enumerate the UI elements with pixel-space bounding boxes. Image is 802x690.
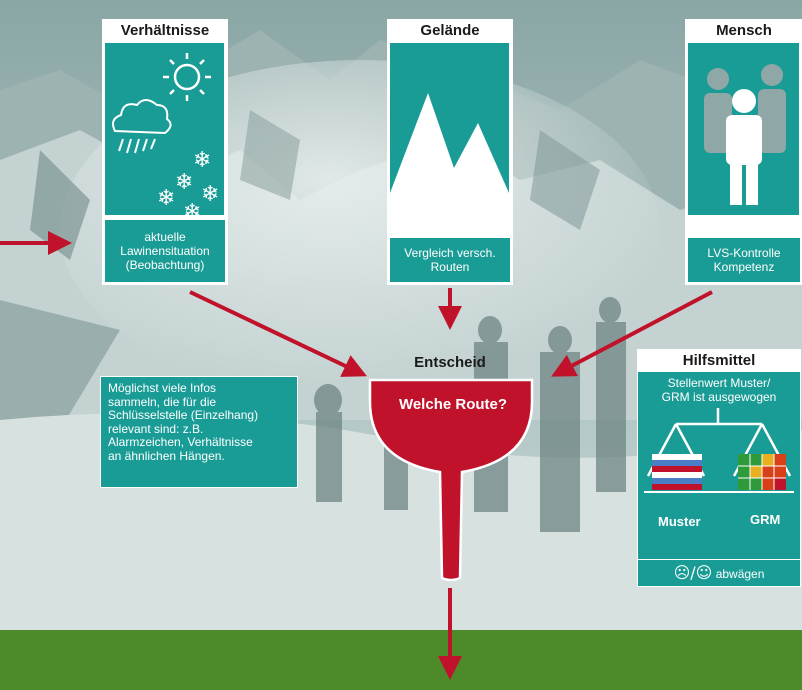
note-line: sammeln, die für die — [108, 394, 217, 409]
arrow-conditions-to-decision — [189, 290, 368, 377]
caption-line: aktuelle — [144, 230, 186, 244]
card-terrain-caption: Vergleich versch. Routen — [390, 238, 510, 282]
aids-footer-text: abwägen — [715, 567, 765, 581]
caption-line: Lawinensituation — [120, 244, 210, 258]
grm-label: GRM — [750, 512, 781, 527]
arrow-human-to-decision — [551, 290, 713, 377]
grm-grid — [738, 454, 786, 490]
card-human: Mensch LVS-Kontrolle Kompetenz — [685, 19, 802, 285]
aids-footer: ☹/☺ abwägen — [638, 559, 800, 586]
aids-subtitle-line: Stellenwert Muster/ — [667, 376, 771, 390]
card-conditions: Verhältnisse ❄ ❄ ❄ ❄ ❄ — [102, 19, 228, 285]
people-icon — [688, 43, 799, 215]
balance-scale-icon — [644, 408, 794, 493]
card-human-caption: LVS-Kontrolle Kompetenz — [688, 238, 800, 282]
caption-line: Kompetenz — [713, 260, 775, 274]
svg-text:❄: ❄ — [175, 170, 193, 195]
rain-cloud-icon — [112, 99, 172, 154]
note-line: an ähnlichen Hängen. — [108, 448, 225, 463]
muster-label: Muster — [658, 514, 701, 529]
sun-icon — [163, 53, 211, 101]
note-line: Schlüsselstelle (Einzelhang) — [108, 408, 259, 423]
svg-text:❄: ❄ — [157, 186, 175, 211]
aids-subtitle: Stellenwert Muster/ GRM ist ausgewogen — [638, 376, 800, 404]
funnel-text: Welche Route? — [398, 396, 508, 413]
info-note: Möglichst viele Infos sammeln, die für d… — [100, 376, 298, 488]
note-line: Möglichst viele Infos — [108, 381, 217, 395]
card-conditions-title: Verhältnisse — [103, 20, 227, 42]
caption-line: Routen — [430, 260, 470, 274]
card-terrain-title: Gelände — [388, 20, 512, 42]
card-conditions-caption: aktuelle Lawinensituation (Beobachtung) — [105, 220, 225, 282]
note-line: Alarmzeichen, Verhältnisse — [108, 435, 253, 450]
svg-text:❄: ❄ — [183, 200, 201, 215]
caption-line: (Beobachtung) — [125, 258, 205, 272]
aids-subtitle-line: GRM ist ausgewogen — [661, 390, 777, 404]
funnel-shape — [368, 378, 534, 582]
weather-icons: ❄ ❄ ❄ ❄ ❄ — [105, 43, 224, 215]
aids-title: Hilfsmittel — [638, 350, 800, 372]
muster-stack — [652, 454, 702, 490]
card-human-title: Mensch — [686, 20, 802, 42]
svg-text:❄: ❄ — [201, 182, 219, 207]
caption-line: Vergleich versch. — [404, 246, 496, 260]
smiley-icons: ☹/☺ — [673, 563, 713, 582]
snowflake-icon: ❄ ❄ ❄ ❄ ❄ — [157, 148, 219, 215]
svg-text:❄: ❄ — [193, 148, 211, 173]
decision-label: Entscheid — [414, 354, 486, 371]
mountain-icon — [390, 43, 509, 215]
card-terrain: Gelände Vergleich versch. Routen — [387, 19, 513, 285]
caption-line: LVS-Kontrolle — [707, 246, 781, 260]
aids-box: Hilfsmittel Stellenwert Muster/ GRM ist … — [637, 349, 801, 587]
note-line: relevant sind: z.B. — [108, 421, 204, 436]
